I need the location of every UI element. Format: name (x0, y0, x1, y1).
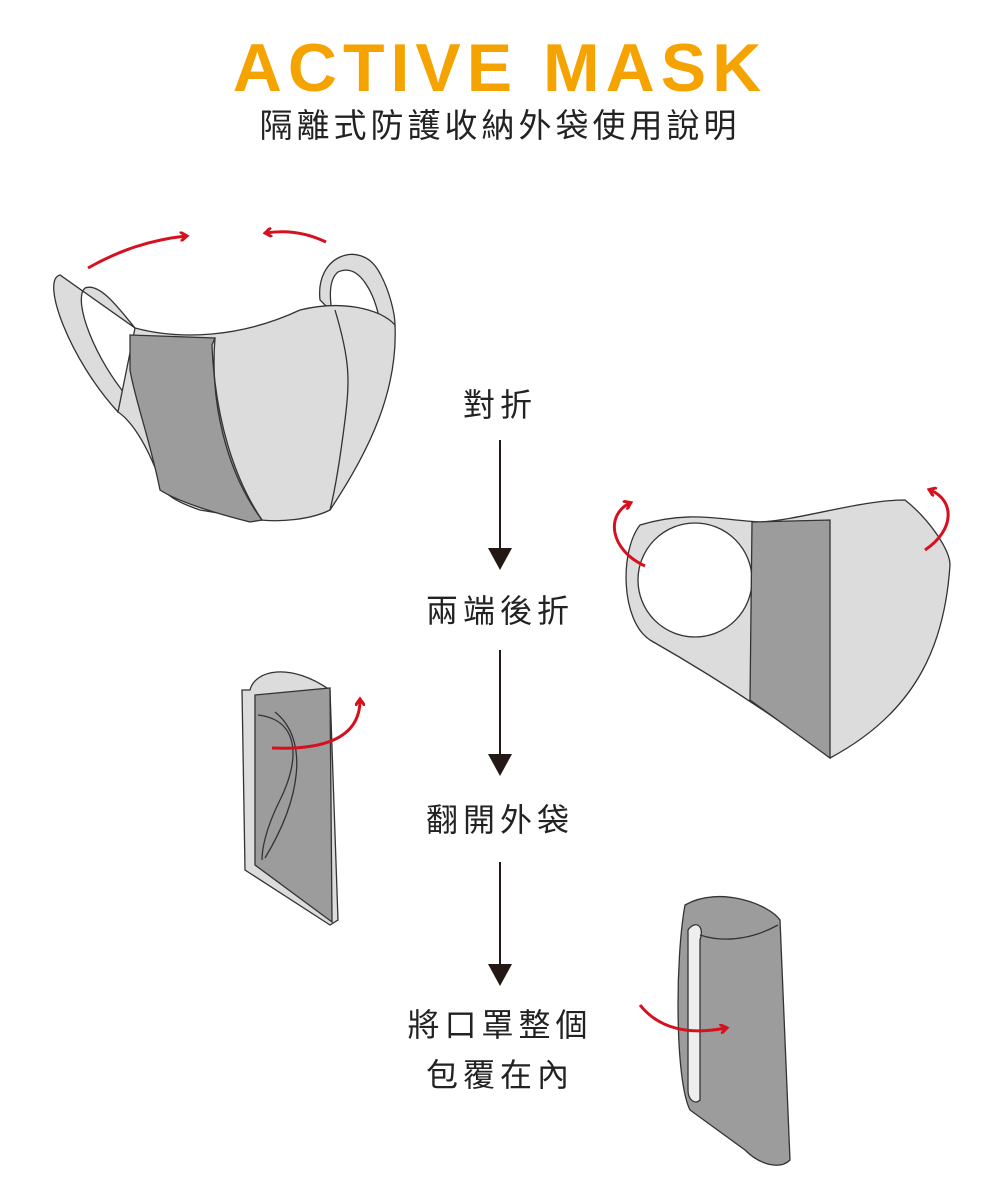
red-arrow-wrap (638, 1004, 726, 1031)
mask-folded-illustration (625, 499, 951, 760)
step-3-label: 翻開外袋 (425, 801, 574, 839)
flow-arrow-1 (488, 440, 512, 570)
mask-ends-folded-illustration (241, 671, 339, 926)
flow-arrow-3 (488, 862, 512, 986)
step-4-label-line1: 將口罩整個 (407, 1006, 593, 1044)
red-arrow-curl-left (613, 503, 646, 568)
flow-arrow-2 (488, 650, 512, 776)
red-arrow-flip (271, 700, 360, 750)
red-arrow-curl-right (924, 490, 950, 552)
mask-wrapped-illustration (677, 895, 791, 1166)
page-subtitle: 隔離式防護收納外袋使用說明 (259, 106, 741, 145)
red-arrow-left (266, 232, 327, 244)
red-arrow-right (87, 236, 186, 270)
mask-open-illustration (53, 253, 396, 523)
step-2-label: 兩端後折 (425, 592, 574, 630)
step-1-label: 對折 (462, 386, 537, 424)
page-title: ACTIVE MASK (232, 30, 768, 106)
step-4-label-line2: 包覆在內 (425, 1056, 574, 1094)
